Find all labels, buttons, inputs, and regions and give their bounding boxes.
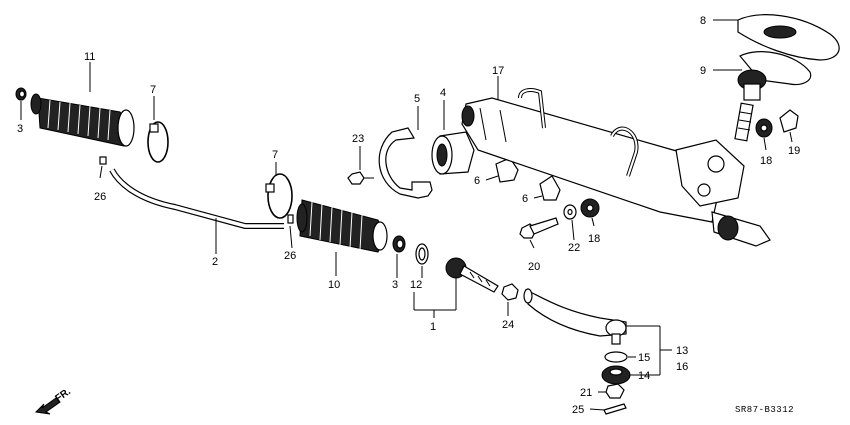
bolt-20 bbox=[519, 217, 559, 239]
leader-lines bbox=[89, 19, 793, 411]
bushing-4 bbox=[431, 131, 475, 175]
label-6: 6 bbox=[474, 175, 480, 187]
label-26: 26 bbox=[94, 191, 106, 203]
boot-10 bbox=[296, 199, 388, 253]
front-direction-arrow: FR. bbox=[34, 386, 73, 415]
tie-rod-1 bbox=[445, 257, 499, 293]
label-13: 13 bbox=[676, 345, 688, 357]
label-21: 21 bbox=[580, 387, 592, 399]
label-1: 1 bbox=[430, 321, 436, 333]
label-6: 6 bbox=[522, 193, 528, 205]
diagram-code: SR87-B3312 bbox=[735, 405, 794, 415]
label-24: 24 bbox=[502, 319, 514, 331]
label-22: 22 bbox=[568, 242, 580, 254]
seal-9 bbox=[737, 51, 812, 101]
grommet-18-upper bbox=[755, 118, 773, 138]
cover-8 bbox=[737, 14, 840, 61]
label-10: 10 bbox=[328, 279, 340, 291]
label-7: 7 bbox=[272, 149, 278, 161]
nut-24 bbox=[501, 283, 519, 301]
cotter-pin-25 bbox=[603, 403, 627, 415]
clamp-7-lower bbox=[265, 173, 293, 219]
label-2: 2 bbox=[212, 256, 218, 268]
clamp-7-upper bbox=[147, 121, 169, 163]
tie-rod-end-13 bbox=[523, 288, 627, 345]
label-18: 18 bbox=[760, 155, 772, 167]
label-26: 26 bbox=[284, 250, 296, 262]
label-3: 3 bbox=[17, 123, 23, 135]
part-number-labels: 11 3 7 26 2 7 26 10 3 12 1 24 5 4 17 23 … bbox=[17, 15, 800, 416]
pinion-shaft bbox=[734, 102, 754, 142]
boot-14 bbox=[601, 365, 631, 385]
grommet-3-left bbox=[15, 87, 27, 101]
bushing-19 bbox=[779, 109, 799, 133]
boot-11 bbox=[30, 93, 135, 147]
fitting-26-left bbox=[99, 156, 107, 165]
label-15: 15 bbox=[638, 352, 650, 364]
label-25: 25 bbox=[572, 404, 584, 416]
label-20: 20 bbox=[528, 261, 540, 273]
label-18: 18 bbox=[588, 233, 600, 245]
label-9: 9 bbox=[700, 65, 706, 77]
label-7: 7 bbox=[150, 84, 156, 96]
label-4: 4 bbox=[440, 87, 446, 99]
hose-2 bbox=[109, 168, 284, 229]
label-8: 8 bbox=[700, 15, 706, 27]
label-23: 23 bbox=[352, 133, 364, 145]
washer-22 bbox=[563, 204, 577, 220]
nut-21 bbox=[605, 383, 625, 399]
bracket-5 bbox=[378, 127, 433, 199]
ring-12 bbox=[415, 243, 429, 265]
rack-housing-17 bbox=[461, 88, 771, 247]
clip-6-lower bbox=[539, 175, 561, 201]
grommet-3-right bbox=[392, 235, 406, 253]
label-17: 17 bbox=[492, 65, 504, 77]
label-5: 5 bbox=[414, 93, 420, 105]
label-19: 19 bbox=[788, 145, 800, 157]
bolt-23 bbox=[347, 171, 374, 185]
label-16: 16 bbox=[676, 361, 688, 373]
label-3: 3 bbox=[392, 279, 398, 291]
label-12: 12 bbox=[410, 279, 422, 291]
label-14: 14 bbox=[638, 370, 650, 382]
fitting-26-right bbox=[287, 214, 294, 224]
label-11: 11 bbox=[84, 51, 95, 63]
seal-15 bbox=[604, 351, 628, 363]
grommet-18-lower bbox=[580, 198, 600, 218]
